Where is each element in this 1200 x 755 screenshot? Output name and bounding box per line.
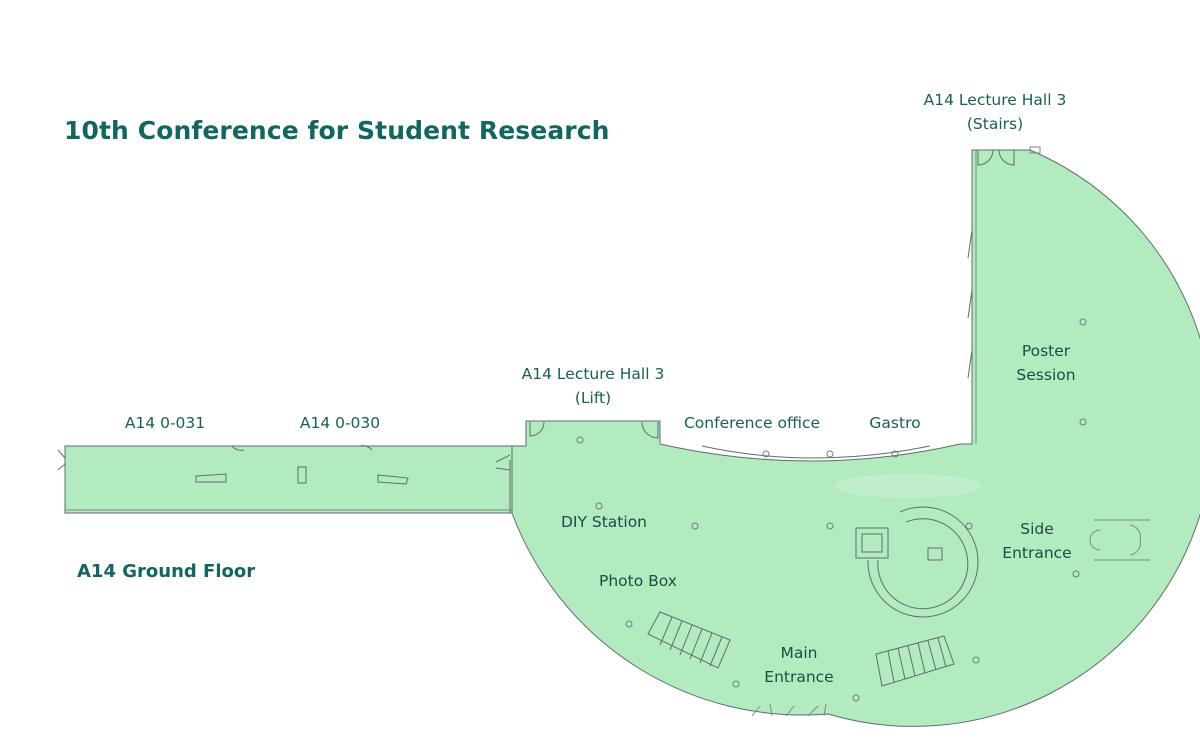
main-entrance-doors — [751, 703, 827, 717]
room-label-031: A14 0-031 — [124, 414, 206, 432]
conference-office-label: Conference office — [683, 414, 821, 432]
corridor-column — [297, 466, 307, 484]
stair-marker — [1029, 146, 1041, 154]
side-entrance-label: Side Entrance — [1002, 520, 1072, 562]
main-hall-floor — [511, 149, 1200, 727]
poster-session-label: Poster Session — [1016, 342, 1076, 384]
door-swing — [495, 454, 511, 471]
page-title: 10th Conference for Student Research — [64, 116, 610, 145]
door-swing — [231, 445, 245, 451]
lecture-hall-lift-label: A14 Lecture Hall 3 (Lift) — [521, 365, 665, 407]
side-entrance-doors — [1089, 519, 1150, 561]
office-counter — [701, 445, 931, 459]
photo-box-label: Photo Box — [599, 572, 677, 590]
diy-station-label: DIY Station — [560, 513, 648, 531]
lecture-hall-stairs-label: A14 Lecture Hall 3 (Stairs) — [923, 91, 1067, 133]
door-swing — [977, 149, 1015, 166]
columns — [576, 318, 1087, 702]
door-swing — [359, 445, 373, 451]
central-stair-core — [855, 506, 979, 618]
corridor-bench — [377, 474, 409, 485]
gastro-label: Gastro — [869, 414, 921, 432]
door-swing — [57, 449, 66, 471]
door-swing — [529, 421, 545, 437]
floor-label: A14 Ground Floor — [77, 561, 256, 582]
door-swing — [641, 421, 659, 439]
door-swing — [967, 229, 973, 379]
stairs-left — [647, 611, 731, 669]
corridor-bench — [195, 473, 227, 483]
main-entrance-label: Main Entrance — [764, 644, 834, 686]
west-corridor — [64, 445, 527, 514]
stairs-right — [875, 635, 955, 687]
room-label-030: A14 0-030 — [299, 414, 381, 432]
floor-highlight — [834, 474, 982, 498]
